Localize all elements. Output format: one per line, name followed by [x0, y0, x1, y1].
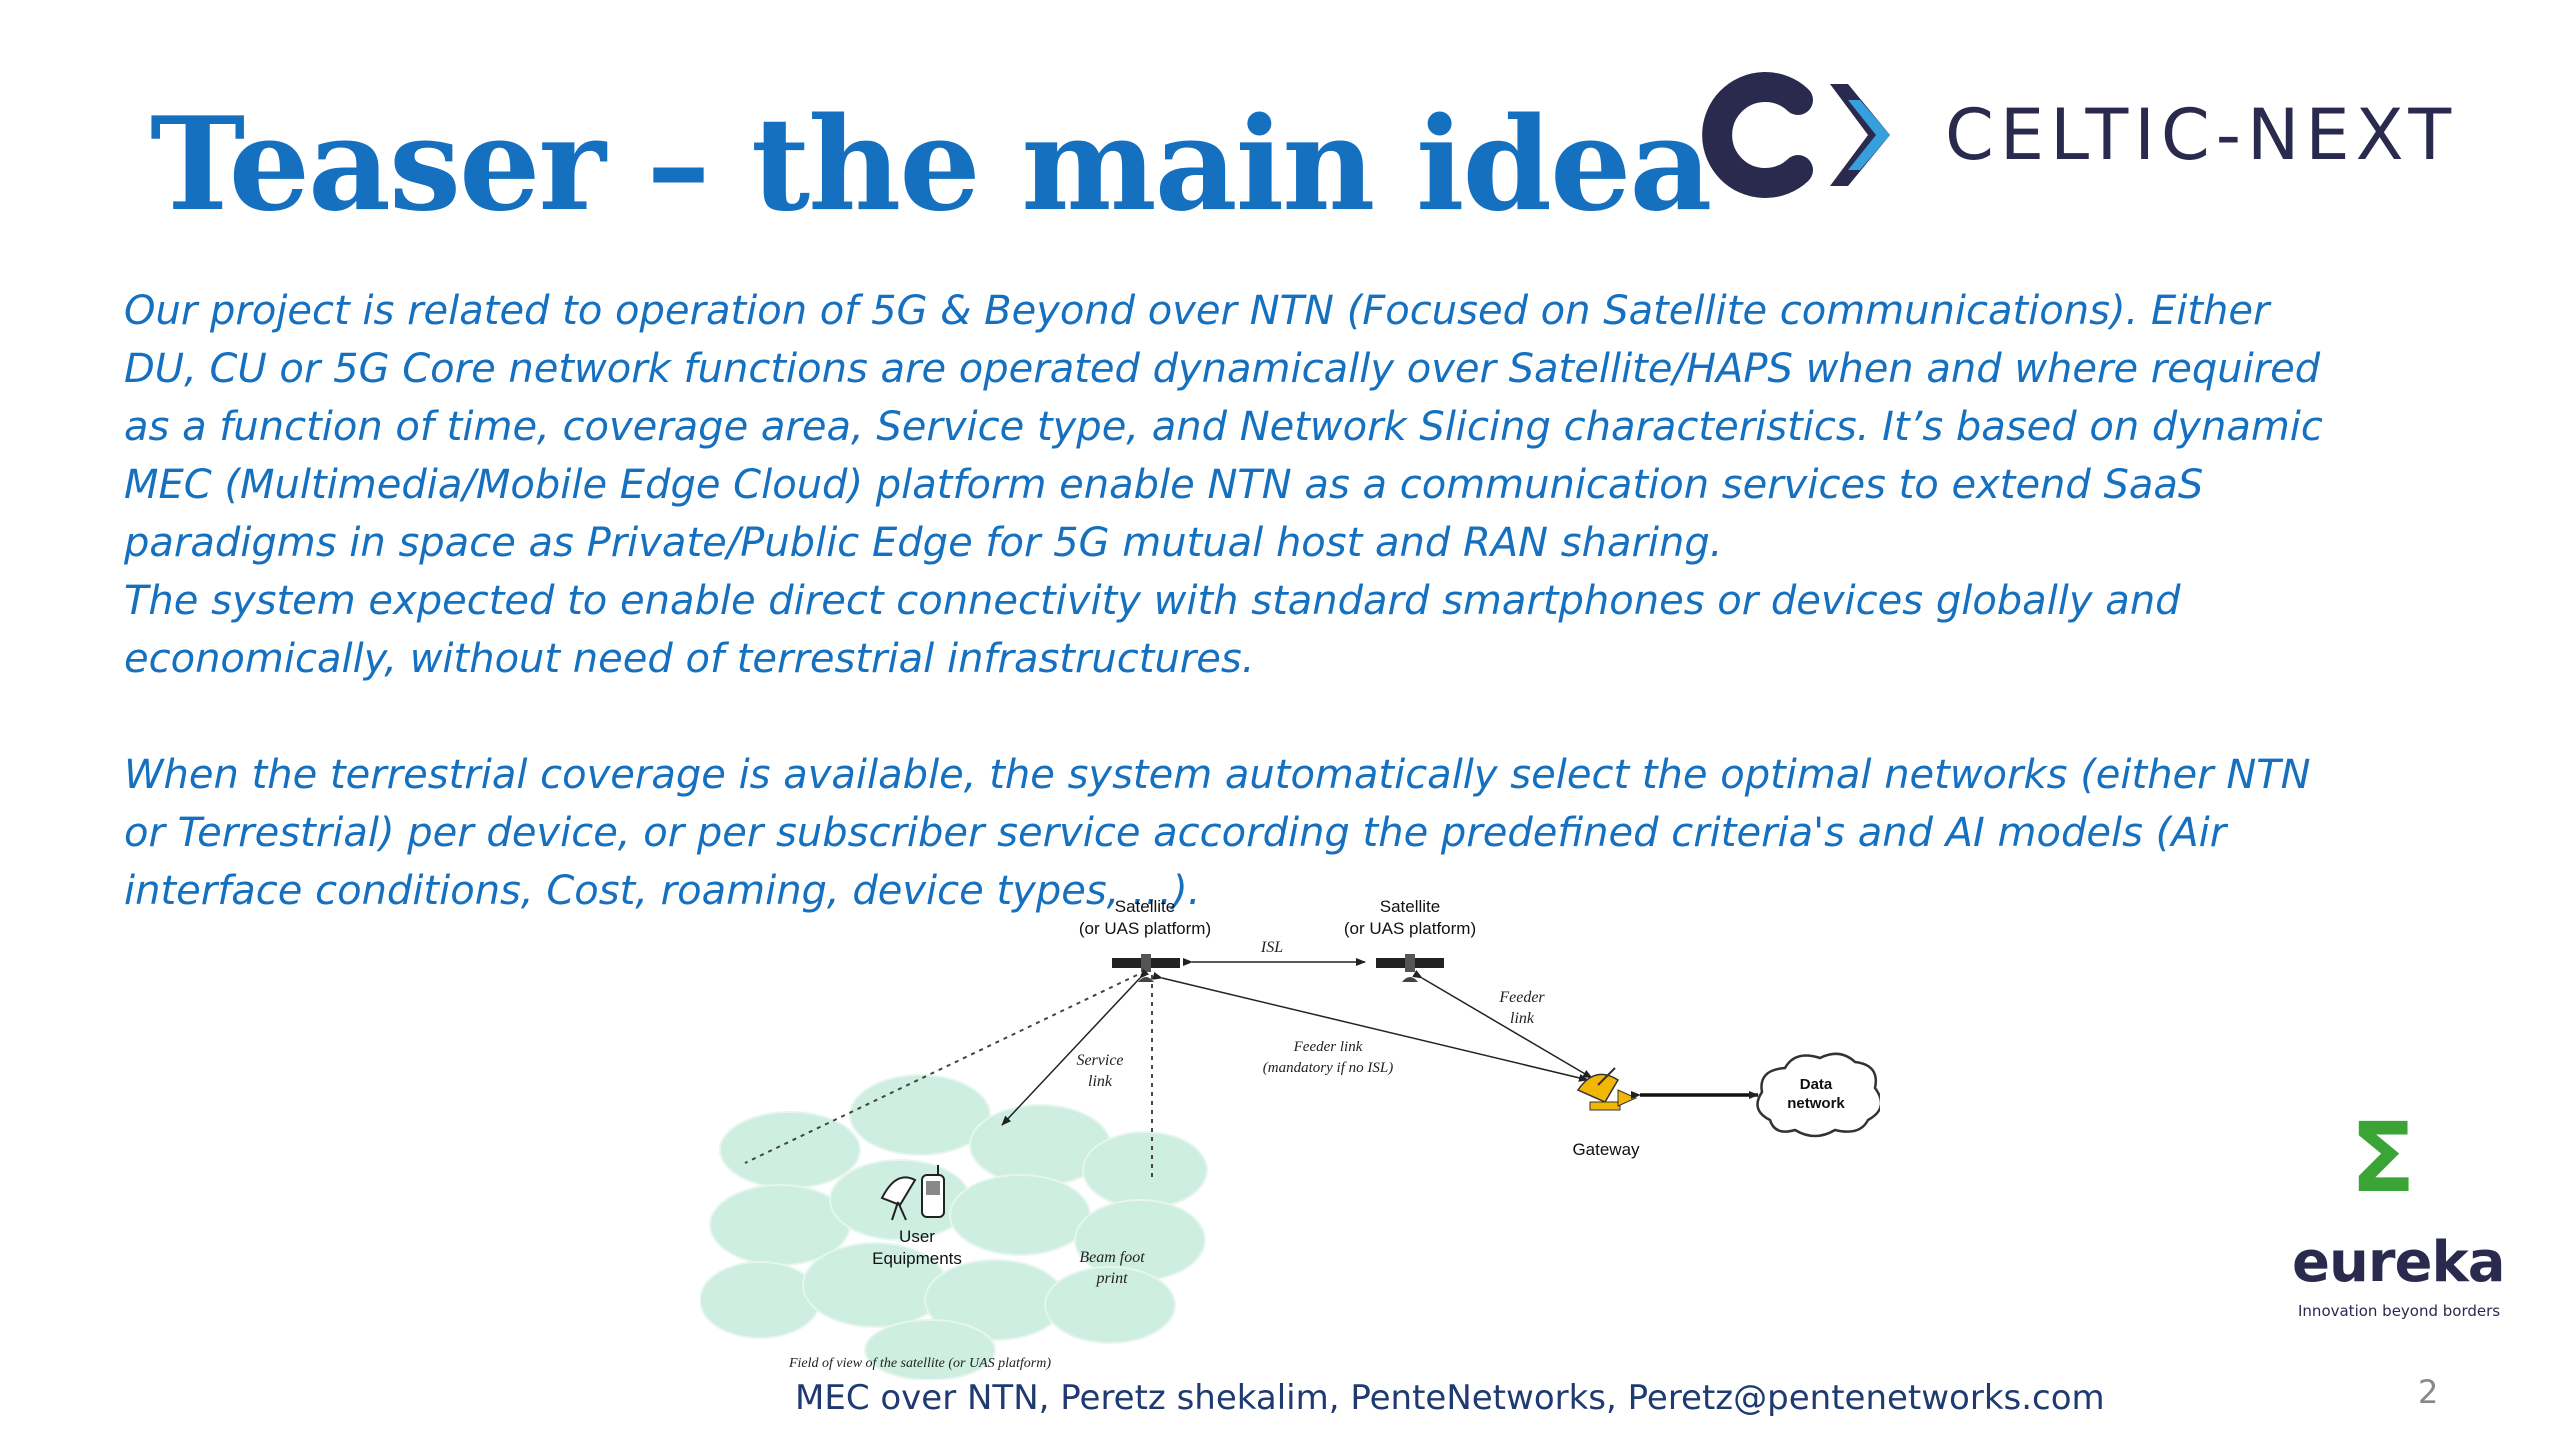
eureka-logo: Σ eureka Innovation beyond borders: [2270, 1110, 2510, 1350]
feeder-link-arrow: [1412, 969, 1593, 1079]
service-link-label-2: link: [1088, 1073, 1113, 1090]
user-equipment-icon: [880, 1165, 945, 1221]
eureka-sigma-icon: Σ: [2350, 1102, 2416, 1214]
paragraph-connectivity: The system expected to enable direct con…: [124, 578, 2181, 682]
satellite-2-icon: [1376, 954, 1444, 982]
satellite-2-sublabel: (or UAS platform): [1344, 919, 1476, 938]
service-link-label-1: Service: [1076, 1052, 1123, 1069]
gateway-label: Gateway: [1572, 1140, 1640, 1159]
celtic-next-logo: CELTIC-NEXT: [1700, 70, 2460, 200]
gateway-dish-icon: [1576, 1067, 1638, 1111]
satellite-1-icon: [1112, 954, 1180, 982]
user-equipments-label-2: Equipments: [872, 1249, 962, 1268]
data-network-label-1: Data: [1800, 1076, 1833, 1093]
ntn-architecture-diagram: Satellite (or UAS platform) Satellite (o…: [700, 897, 1880, 1380]
feeder-link-main-label-2: (mandatory if no ISL): [1263, 1060, 1393, 1076]
beam-footprint-label-1: Beam foot: [1079, 1249, 1145, 1266]
body-text: Our project is related to operation of 5…: [124, 282, 2324, 920]
feeder-link-main-label-1: Feeder link: [1293, 1039, 1363, 1055]
beam-footprint-label-2: print: [1095, 1270, 1128, 1287]
data-network-cloud-icon: [1756, 1052, 1880, 1138]
slide-footer: MEC over NTN, Peretz shekalim, PenteNetw…: [795, 1378, 2105, 1418]
satellite-2-label: Satellite: [1380, 897, 1440, 916]
service-link-arrow: [1001, 968, 1150, 1126]
satellite-1-label: Satellite: [1115, 897, 1175, 916]
page-number: 2: [2418, 1373, 2439, 1411]
celtic-mark-icon: [1702, 72, 1890, 198]
eureka-tagline: Innovation beyond borders: [2298, 1302, 2501, 1320]
eureka-wordmark: eureka: [2292, 1230, 2505, 1295]
isl-label: ISL: [1260, 939, 1283, 956]
paragraph-project: Our project is related to operation of 5…: [124, 288, 2323, 566]
field-of-view-caption: Field of view of the satellite (or UAS p…: [788, 1356, 1051, 1371]
celtic-wordmark: CELTIC-NEXT: [1945, 94, 2458, 176]
paragraph-terrestrial: When the terrestrial coverage is availab…: [124, 752, 2311, 914]
data-network-label-2: network: [1787, 1095, 1845, 1112]
beam-footprint-cells: [700, 1074, 1208, 1380]
feeder-link-label-1: Feeder: [1498, 989, 1545, 1006]
user-equipments-label-1: User: [899, 1227, 935, 1246]
feeder-link-label-2: link: [1510, 1010, 1535, 1027]
slide-title: Teaser – the main idea: [150, 90, 1712, 240]
satellite-1-sublabel: (or UAS platform): [1079, 919, 1211, 938]
